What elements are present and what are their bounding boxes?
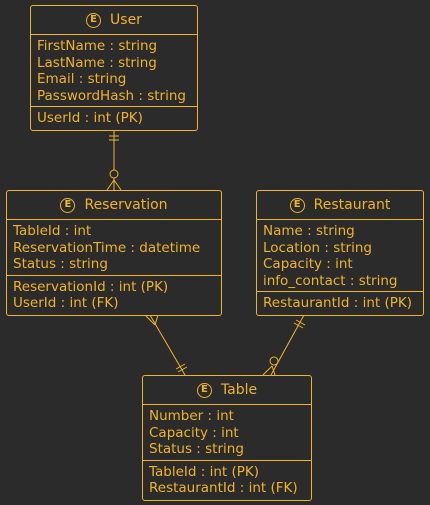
reservation-table-line [149, 314, 186, 376]
entity-keys: RestaurantId : int (PK) [257, 292, 423, 314]
field: PasswordHash : string [37, 87, 186, 104]
field: LastName : string [37, 54, 157, 71]
reservation-many-marker-2 [144, 314, 159, 326]
entity-header: E Restaurant [257, 191, 423, 220]
field: Capacity : int [149, 424, 239, 441]
key-field: RestaurantId : int (FK) [149, 480, 298, 496]
entity-fields: TableId : int ReservationTime : datetime… [7, 220, 221, 276]
field: FirstName : string [37, 38, 158, 54]
user-one-marker [109, 135, 119, 141]
entity-header: E Table [143, 376, 311, 405]
entity-user[interactable]: E User FirstName : string LastName : str… [30, 5, 198, 131]
entity-title: Table [220, 382, 258, 398]
reservation-many-marker [106, 179, 122, 191]
entity-keys: TableId : int (PK) RestaurantId : int (F… [143, 461, 311, 499]
field: Capacity : int [263, 256, 353, 272]
table-many-marker [262, 365, 276, 376]
table-zero-marker [269, 356, 279, 366]
key-field: UserId : int (PK) [37, 110, 143, 126]
key-field: TableId : int (PK) [149, 463, 260, 480]
entity-icon: E [289, 197, 305, 213]
entity-fields: Number : int Capacity : int Status : str… [143, 405, 311, 461]
entity-icon: E [196, 382, 212, 398]
field: info_contact : string [263, 272, 398, 289]
entity-icon: E [60, 197, 76, 213]
reservation-zero-marker [109, 169, 119, 179]
key-field: RestaurantId : int (PK) [263, 295, 413, 311]
entity-restaurant[interactable]: E Restaurant Name : string Location : st… [256, 190, 424, 316]
field: Name : string [263, 223, 355, 239]
entity-table[interactable]: E Table Number : int Capacity : int Stat… [142, 375, 312, 501]
field: Status : string [13, 256, 108, 272]
key-field: ReservationId : int (PK) [13, 278, 169, 295]
field: ReservationTime : datetime [13, 239, 201, 256]
entity-reservation[interactable]: E Reservation TableId : int ReservationT… [6, 190, 222, 316]
entity-fields: Name : string Location : string Capacity… [257, 220, 423, 292]
entity-fields: FirstName : string LastName : string Ema… [31, 35, 197, 107]
field: Number : int [149, 408, 234, 424]
entity-title: Restaurant [313, 197, 391, 213]
entity-icon: E [86, 12, 102, 28]
entity-keys: ReservationId : int (PK) UserId : int (F… [7, 276, 221, 314]
field: Location : string [263, 239, 372, 256]
entity-header: E Reservation [7, 191, 221, 220]
key-field: UserId : int (FK) [13, 295, 119, 311]
entity-title: Reservation [84, 197, 168, 213]
field: Email : string [37, 71, 127, 87]
field: Status : string [149, 441, 244, 457]
field: TableId : int [13, 223, 92, 239]
restaurant-one-marker [293, 319, 306, 329]
entity-header: E User [31, 6, 197, 35]
entity-keys: UserId : int (PK) [31, 107, 197, 129]
entity-title: User [110, 12, 142, 28]
restaurant-table-line [270, 314, 305, 376]
table-one-marker [175, 363, 188, 373]
